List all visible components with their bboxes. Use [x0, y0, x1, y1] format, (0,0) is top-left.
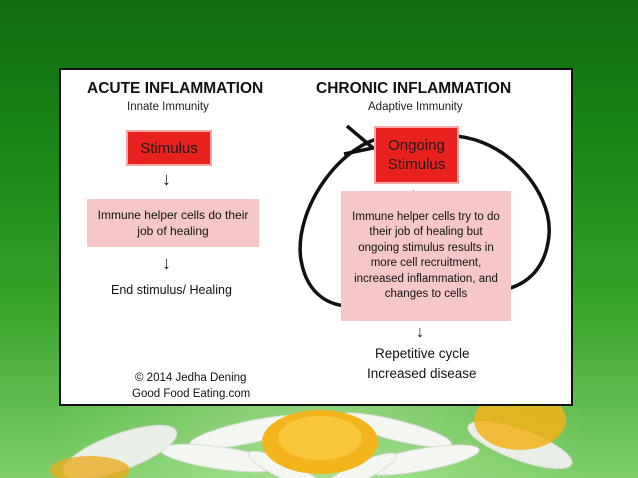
acute-result: End stimulus/ Healing — [111, 283, 232, 297]
down-arrow-icon: ↓ — [162, 253, 171, 273]
acute-subtitle: Innate Immunity — [127, 101, 209, 113]
chronic-helper-text: Immune helper cells try to do their job … — [352, 210, 500, 301]
chronic-subtitle: Adaptive Immunity — [368, 101, 463, 113]
credit-website: Good Food Eating.com — [132, 388, 251, 400]
acute-stimulus-label: Stimulus — [140, 139, 198, 157]
acute-helper-box: Immune helper cells do their job of heal… — [87, 199, 259, 247]
diagram-panel: ACUTE INFLAMMATION Innate Immunity Stimu… — [59, 68, 573, 406]
down-arrow-icon: ↓ — [416, 324, 424, 341]
acute-stimulus-box: Stimulus — [126, 130, 212, 166]
chronic-title: CHRONIC INFLAMMATION — [316, 80, 512, 97]
down-arrow-icon: ↓ — [162, 169, 171, 189]
chronic-stimulus-box: Ongoing Stimulus — [374, 126, 459, 184]
chronic-helper-box: Immune helper cells try to do their job … — [341, 191, 511, 321]
chronic-result-disease: Increased disease — [367, 366, 477, 381]
acute-helper-text: Immune helper cells do their job of heal… — [97, 208, 249, 238]
acute-title: ACUTE INFLAMMATION — [87, 80, 264, 97]
chronic-stimulus-label: Ongoing Stimulus — [387, 137, 446, 173]
credit-copyright: © 2014 Jedha Dening — [135, 372, 247, 384]
chronic-result-cycle: Repetitive cycle — [375, 346, 470, 361]
